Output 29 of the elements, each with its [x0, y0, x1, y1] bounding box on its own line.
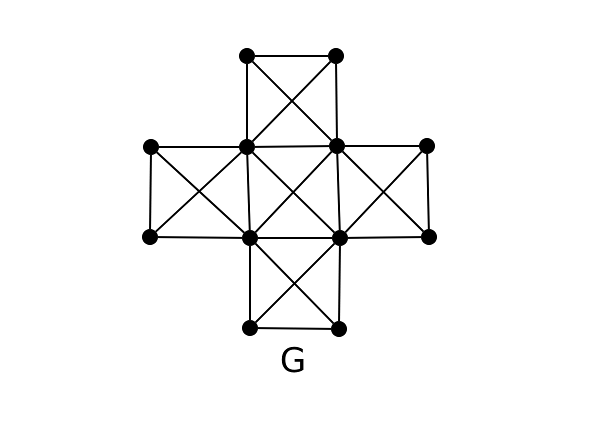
graph-edge [338, 246, 341, 322]
graph-edge [246, 154, 251, 230]
vertex-dot [242, 320, 258, 336]
graph-edge [159, 146, 239, 148]
graph-caption: G [278, 340, 308, 382]
vertex-dot [242, 230, 258, 246]
graph-edge [249, 246, 251, 320]
graph-edge [158, 236, 242, 239]
vertex-dot [329, 138, 345, 154]
vertex-dot [421, 229, 437, 245]
vertex-dot [419, 138, 435, 154]
graph-edge [255, 55, 328, 57]
graph-edge [254, 145, 330, 148]
vertex-dot [328, 48, 344, 64]
vertex-dot [143, 139, 159, 155]
graph-edge [246, 64, 248, 139]
vertex-dot [239, 48, 255, 64]
graph-edge [258, 327, 332, 330]
vertex-dot [332, 230, 348, 246]
vertex-dot [142, 229, 158, 245]
graph-edge [258, 237, 332, 239]
graph-edge [336, 154, 341, 230]
vertex-dot [331, 321, 347, 337]
vertex-dot [239, 139, 255, 155]
graph-edge [348, 236, 422, 239]
graph-edge [426, 154, 430, 230]
graph-edge [149, 154, 152, 230]
graph-edge [345, 145, 419, 147]
graph-edge [335, 64, 338, 138]
